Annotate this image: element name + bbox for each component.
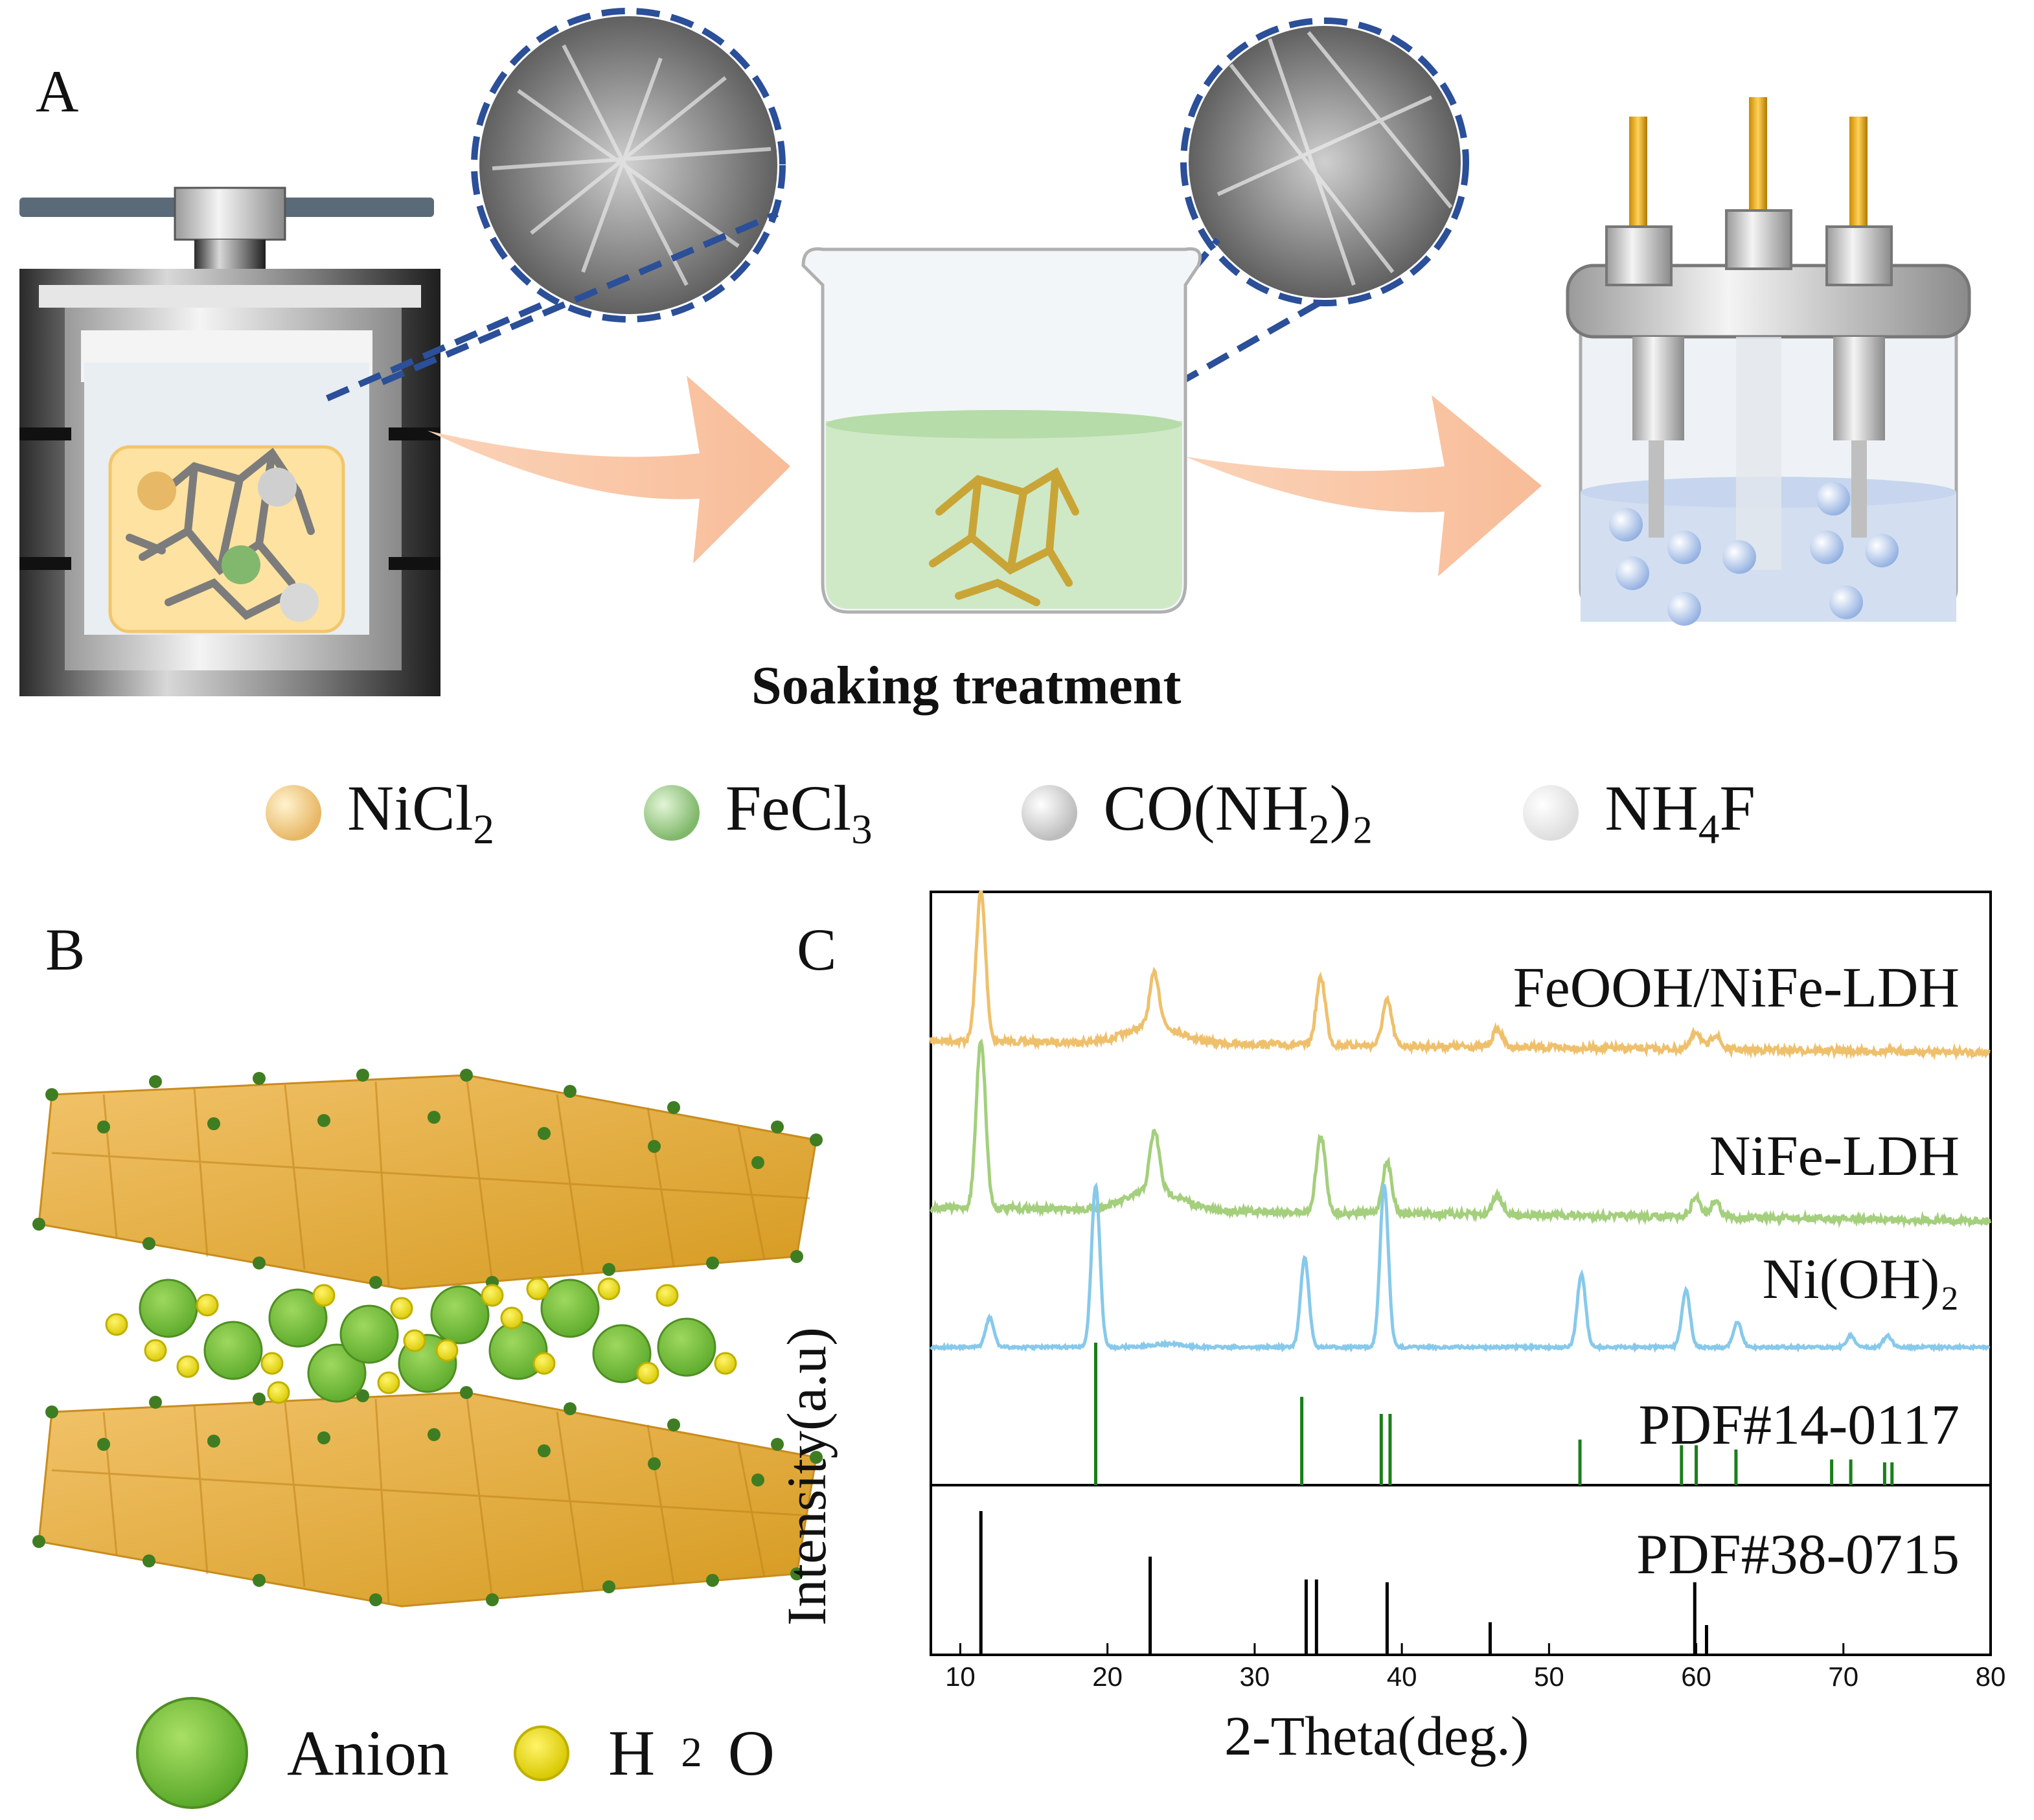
panel-a-illustration	[19, 8, 1971, 696]
x-tick-labels: 10 20 30 40 50 60 70 80	[930, 1661, 2005, 1700]
interlayer-water	[105, 1277, 737, 1404]
label-nioh2: Ni(OH)₂	[1762, 1248, 1960, 1311]
x-tick-label-5: 60	[1681, 1661, 1711, 1692]
x-tick-label-4: 50	[1533, 1661, 1564, 1692]
legend-nicl2: NiCl2	[266, 771, 494, 854]
label-pdf-14-0117: PDF#14-0117	[1638, 1394, 1960, 1457]
x-tick-label-2: 30	[1239, 1661, 1270, 1692]
legend-nh4f: NH4F	[1523, 771, 1755, 854]
y-axis-label: Intensity(a.u)	[775, 1327, 838, 1626]
tick-layer	[959, 1643, 1992, 1655]
process-arrow-2	[1185, 395, 1542, 576]
anion-label: Anion	[287, 1717, 449, 1789]
label-pdf-38-0715: PDF#38-0715	[1636, 1523, 1960, 1586]
x-axis-label: 2-Theta(deg.)	[1224, 1705, 1529, 1767]
autoclave	[19, 187, 440, 696]
water-swatch	[514, 1725, 569, 1781]
soaking-caption: Soaking treatment	[751, 655, 1182, 716]
urea-swatch	[1022, 784, 1078, 841]
sem-zoom-2	[1034, 17, 1469, 462]
legend-urea: CO(NH2)₂	[1022, 771, 1374, 854]
x-tick-label-1: 20	[1092, 1661, 1123, 1692]
series-line-1	[930, 1038, 1992, 1229]
fecl3-swatch	[643, 784, 700, 841]
oxygen-vertices	[32, 1069, 823, 1606]
reference-layer	[979, 1343, 1894, 1654]
sem-zoom-1	[326, 8, 786, 402]
panel-c-letter: C	[797, 916, 837, 983]
x-tick-label-7: 80	[1975, 1661, 2006, 1692]
lower-layer	[38, 1391, 817, 1608]
electrochemical-cell	[1566, 97, 1971, 626]
x-tick-label-0: 10	[945, 1661, 976, 1692]
process-arrow-1	[428, 376, 790, 563]
series-line-2	[930, 1181, 1991, 1353]
interlayer-anions	[139, 1279, 716, 1403]
label-nife-ldh: NiFe-LDH	[1709, 1125, 1960, 1188]
xrd-chart	[930, 891, 1992, 1656]
nicl2-swatch	[266, 784, 321, 841]
series-layer	[930, 891, 1992, 1353]
x-tick-label-6: 70	[1828, 1661, 1859, 1692]
panel-a-letter: A	[36, 58, 79, 124]
beaker	[801, 247, 1202, 614]
panel-b-letter: B	[45, 916, 86, 983]
anion-swatch	[136, 1697, 248, 1809]
upper-layer	[38, 1074, 817, 1290]
series-line-0	[930, 891, 1991, 1061]
legend-fecl3: FeCl3	[643, 771, 873, 854]
label-feooh-nife-ldh: FeOOH/NiFe-LDH	[1513, 957, 1960, 1019]
nh4f-swatch	[1523, 784, 1579, 841]
chart-frame	[930, 891, 1992, 1656]
ldh-structure	[32, 1069, 823, 1608]
reagent-legend: NiCl2 FeCl3 CO(NH2)₂ NH4F	[266, 771, 1755, 854]
x-tick-label-3: 40	[1386, 1661, 1417, 1692]
